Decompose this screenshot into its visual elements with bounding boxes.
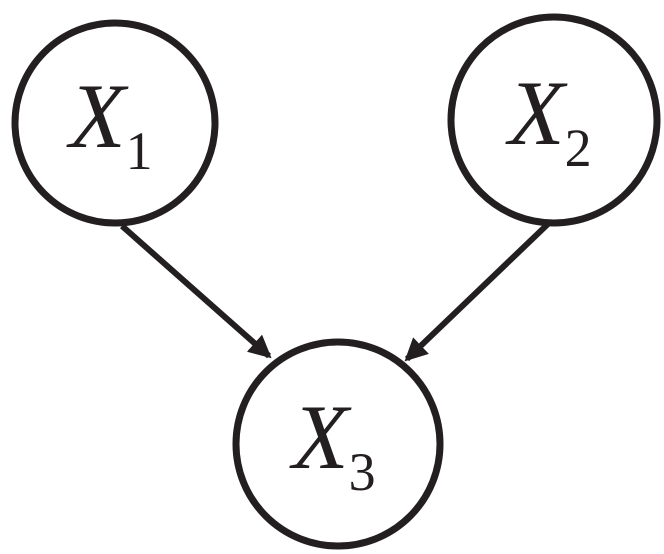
node-subscript-X1: 1 xyxy=(126,121,153,181)
node-subscript-X2: 2 xyxy=(565,118,592,178)
node-X2: X2 xyxy=(447,13,661,227)
node-circle-X3 xyxy=(232,338,444,550)
node-subscript-X3: 3 xyxy=(349,442,376,502)
node-label-X2: X2 xyxy=(504,62,591,178)
node-circle-X1 xyxy=(11,19,219,227)
node-X1: X1 xyxy=(11,19,219,227)
node-circle-X2 xyxy=(447,13,661,227)
edge-X1-to-X3 xyxy=(120,223,272,359)
edge-X2-to-X3 xyxy=(404,220,552,362)
node-X3: X3 xyxy=(232,338,444,550)
